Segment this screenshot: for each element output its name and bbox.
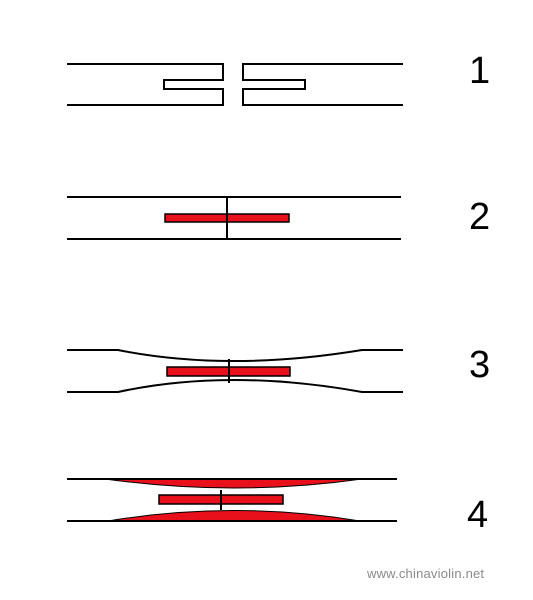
step-1-left-half [67, 63, 224, 106]
step-2-figure [67, 196, 401, 240]
watermark: www.chinaviolin.net [367, 566, 485, 581]
step-3-bottom-edge [67, 379, 403, 393]
step-number-2: 2 [469, 196, 491, 238]
step-1-right-half [242, 63, 403, 106]
step-4-top-fill [104, 478, 363, 489]
step-4-figure [67, 478, 397, 522]
step-1-figure [67, 63, 403, 106]
step-number-3: 3 [469, 344, 491, 386]
step-number-4: 4 [467, 494, 489, 536]
step-3-top-edge [67, 349, 403, 362]
step-3-figure [67, 349, 403, 393]
step-number-1: 1 [469, 50, 491, 92]
step-4-bottom-fill [107, 510, 361, 522]
